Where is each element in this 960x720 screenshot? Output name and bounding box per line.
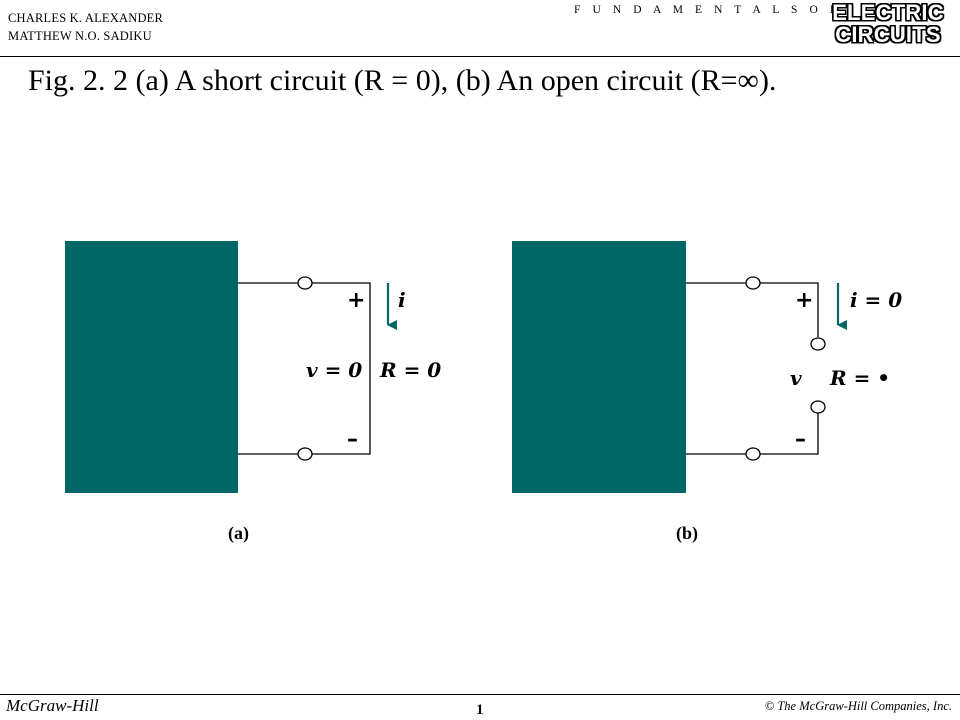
current-label-a: i [398, 288, 406, 312]
sublabel-b: (b) [676, 523, 698, 544]
resistance-label-b: R = • [829, 366, 890, 390]
minus-sign-a: – [347, 427, 358, 452]
series-title: F U N D A M E N T A L S O F [574, 4, 841, 16]
voltage-label-a: v = 0 [306, 358, 362, 382]
publisher-name: McGraw-Hill [6, 696, 99, 715]
open-terminal-bottom [810, 400, 826, 414]
sublabel-a: (a) [228, 523, 249, 544]
figure-caption: Fig. 2. 2 (a) A short circuit (R = 0), (… [28, 64, 777, 97]
bottom-terminal-a [297, 447, 313, 461]
open-terminal-top [810, 337, 826, 351]
resistance-label-a: R = 0 [379, 358, 441, 382]
copyright-notice: © The McGraw-Hill Companies, Inc. [764, 699, 952, 713]
bottom-terminal-b [745, 447, 761, 461]
book-logo: ELECTRIC CIRCUITS [820, 2, 956, 46]
voltage-label-b: v [790, 366, 802, 390]
logo-line-1: ELECTRIC [832, 0, 944, 25]
minus-sign-b: – [795, 427, 806, 452]
author-line-1: CHARLES K. ALEXANDER [8, 11, 164, 25]
plus-sign-a: + [347, 288, 365, 313]
short-circuit-diagram: + i v = 0 R = 0 – (a) [65, 241, 441, 544]
plus-sign-b: + [795, 288, 813, 313]
top-terminal-b [745, 276, 761, 290]
author-names: CHARLES K. ALEXANDER MATTHEW N.O. SADIKU [8, 9, 163, 45]
current-label-b: i = 0 [850, 288, 902, 312]
footer-divider [0, 694, 960, 695]
logo-line-2: CIRCUITS [835, 22, 941, 47]
page-number: 1 [476, 702, 484, 718]
open-wire-top [760, 282, 819, 337]
open-circuit-diagram: + i = 0 v R = • – (b) [512, 241, 902, 544]
open-wire-bottom [760, 413, 819, 455]
short-wire [312, 282, 371, 455]
author-line-2: MATTHEW N.O. SADIKU [8, 29, 152, 43]
network-box-a [65, 241, 238, 493]
header-divider [0, 56, 960, 57]
top-terminal-a [297, 276, 313, 290]
network-box-b [512, 241, 686, 493]
